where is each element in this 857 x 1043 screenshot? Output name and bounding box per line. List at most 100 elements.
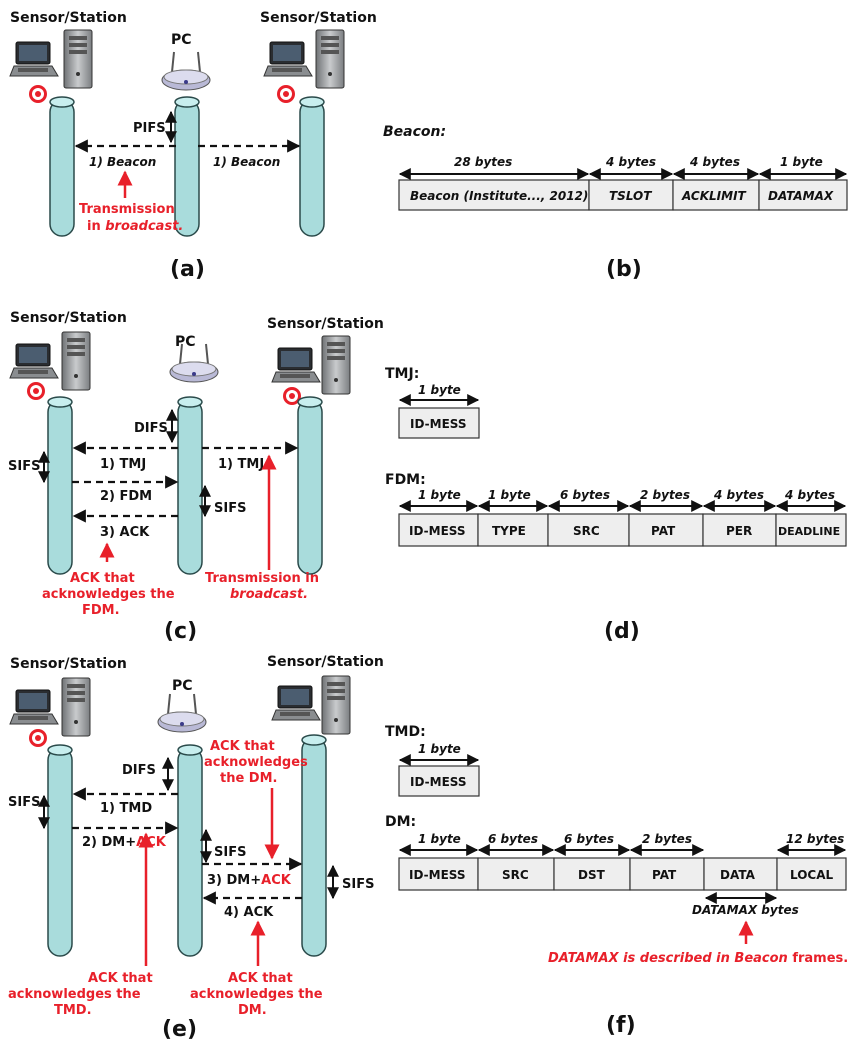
ack-note-line: FDM.	[82, 603, 120, 618]
panel-f: TMD: 1 byte ID-MESS DM: 1 byte 6 bytes 6…	[385, 724, 848, 1038]
laptop-icon	[9, 343, 59, 379]
pc-timeline	[174, 99, 200, 237]
field-label: DATAMAX	[768, 189, 834, 203]
pifs-label: PIFS	[133, 121, 166, 136]
field-cell	[703, 857, 778, 891]
size-label: 1 byte	[780, 155, 823, 169]
sifs-center-label: SIFS	[214, 501, 246, 516]
tower-server-icon	[315, 29, 345, 89]
tmj-frame-title: TMJ:	[385, 366, 419, 382]
msg-tmd: 1) TMD	[100, 801, 152, 816]
field-cell	[398, 765, 480, 797]
left-station-label: Sensor/Station	[10, 656, 127, 672]
caption-b: (b)	[606, 257, 642, 282]
svg-text:3) DM+ACK: 3) DM+ACK	[207, 873, 292, 888]
note-left-line: ACK that	[88, 971, 153, 986]
beacon-msg-left: 1) Beacon	[89, 155, 156, 169]
field-label: SRC	[573, 524, 600, 538]
size-label: 4 bytes	[605, 155, 656, 169]
tower-server-icon	[61, 331, 91, 391]
field-cell	[775, 513, 847, 547]
tmd-frame-title: TMD:	[385, 724, 426, 740]
msg-tmj-right: 1) TMJ	[218, 457, 264, 472]
datamax-note-prefix: DATAMAX is described in	[548, 951, 734, 966]
size-label: 1 byte	[418, 832, 461, 846]
ack-note-line: acknowledges the	[42, 587, 175, 602]
right-station-label: Sensor/Station	[260, 10, 377, 26]
size-label: 6 bytes	[564, 832, 614, 846]
size-label: 6 bytes	[488, 832, 538, 846]
pc-timeline	[177, 747, 203, 957]
field-cell	[758, 179, 848, 211]
laptop-icon	[271, 685, 321, 721]
pc-label: PC	[171, 32, 192, 48]
field-cell	[398, 513, 479, 547]
field-label: LOCAL	[790, 868, 834, 882]
station-timeline-left	[47, 399, 73, 575]
tx-note-line2: broadcast.	[230, 587, 308, 602]
caption-f: (f)	[606, 1013, 636, 1038]
tx-note-line1: Transmission in	[205, 571, 319, 586]
left-station-label: Sensor/Station	[10, 10, 127, 26]
broadcast-note-prefix: in	[87, 219, 105, 234]
field-cell	[776, 857, 847, 891]
field-label: ID-MESS	[409, 524, 466, 538]
msg-tmj-left: 1) TMJ	[100, 457, 146, 472]
size-label: 6 bytes	[560, 488, 610, 502]
size-label: 4 bytes	[713, 488, 764, 502]
size-label: 2 bytes	[642, 832, 692, 846]
tower-server-icon	[321, 335, 351, 395]
panel-b: Beacon: 28 bytes 4 bytes 4 bytes 1 byte …	[383, 124, 848, 282]
size-label: 4 bytes	[689, 155, 740, 169]
fdm-frame-title: FDM:	[385, 472, 426, 488]
field-label: DST	[578, 868, 606, 882]
station-timeline-right	[301, 737, 327, 957]
laptop-icon	[9, 41, 59, 77]
caption-d: (d)	[604, 619, 640, 644]
pc-timeline	[177, 399, 203, 575]
note-right-line: DM.	[238, 1003, 267, 1018]
field-cell	[588, 179, 674, 211]
ack-note-line: ACK that	[70, 571, 135, 586]
right-station-label: Sensor/Station	[267, 316, 384, 332]
msg-dm-prefix: 2) DM+	[82, 835, 136, 850]
svg-text:2) DM+ACK: 2) DM+ACK	[82, 835, 167, 850]
tower-server-icon	[63, 29, 93, 89]
field-cell	[672, 179, 760, 211]
dm-frame-title: DM:	[385, 814, 416, 830]
sifs-left-label: SIFS	[8, 459, 40, 474]
beacon-msg-right: 1) Beacon	[213, 155, 280, 169]
data-size-label: DATAMAX bytes	[692, 903, 799, 917]
size-label: 1 byte	[488, 488, 531, 502]
note-top-line: the DM.	[220, 771, 277, 786]
left-station-label: Sensor/Station	[10, 310, 127, 326]
size-label: 12 bytes	[786, 832, 844, 846]
field-label: Beacon (Institute..., 2012)	[410, 189, 588, 203]
pc-label: PC	[172, 678, 193, 694]
msg-dm-ack: ACK	[261, 873, 292, 888]
msg-dm-ack: ACK	[136, 835, 167, 850]
datamax-note-em: Beacon	[734, 951, 787, 966]
field-label: TYPE	[492, 524, 526, 538]
sifs-right-label: SIFS	[342, 877, 374, 892]
field-label: ID-MESS	[410, 417, 467, 431]
msg-fdm: 2) FDM	[100, 489, 152, 504]
size-label: 28 bytes	[454, 155, 512, 169]
target-icon	[27, 382, 45, 400]
sifs-left-label: SIFS	[8, 795, 40, 810]
field-label: PAT	[651, 524, 676, 538]
router-icon	[157, 693, 207, 733]
note-right-line: ACK that	[228, 971, 293, 986]
caption-c: (c)	[164, 619, 197, 644]
field-cell	[553, 857, 631, 891]
msg-dm-prefix: 3) DM+	[207, 873, 261, 888]
msg-final-ack: 4) ACK	[224, 905, 274, 920]
field-label: ACKLIMIT	[681, 189, 747, 203]
field-cell	[702, 513, 777, 547]
datamax-note-suffix: frames.	[788, 951, 848, 966]
broadcast-note-em: broadcast.	[105, 219, 183, 234]
note-right-line: acknowledges the	[190, 987, 323, 1002]
note-left-line: acknowledges the	[8, 987, 141, 1002]
field-label: ID-MESS	[409, 868, 466, 882]
